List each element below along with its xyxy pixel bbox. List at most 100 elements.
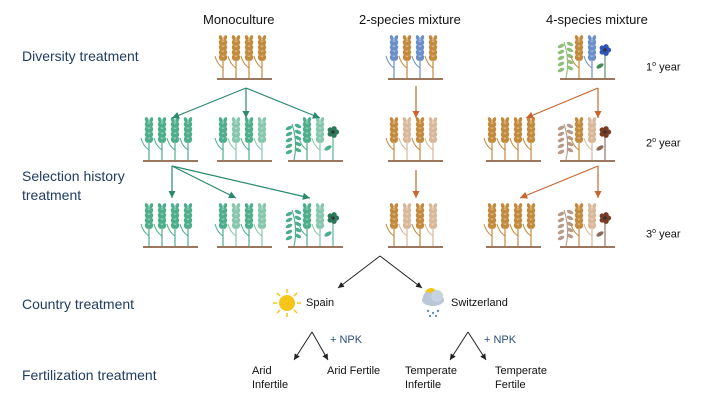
legume-plant-icon	[557, 209, 574, 247]
wheat-plant-icon	[166, 117, 180, 160]
wheat-plant-icon	[483, 117, 497, 160]
flower-plant-icon	[596, 44, 612, 78]
country-spain-label: Spain	[306, 297, 335, 309]
sun-icon	[273, 289, 301, 317]
wheat-plant-icon	[522, 203, 536, 246]
wheat-plant-icon	[424, 117, 438, 160]
plot-y2-4sp-a	[483, 117, 541, 162]
wheat-plant-icon	[214, 117, 228, 160]
wheat-plant-icon	[570, 203, 584, 246]
wheat-plant-icon	[583, 203, 597, 246]
flower-plant-icon	[324, 126, 340, 160]
flower-plant-icon	[324, 212, 340, 246]
wheat-plant-icon	[311, 203, 325, 246]
arrow-to-switzerland	[379, 255, 423, 289]
legume-plant-icon	[557, 123, 574, 161]
year-label-2: 2o year	[646, 137, 681, 150]
wheat-plant-icon	[483, 203, 497, 246]
arrow-mono-y2-c	[171, 165, 311, 200]
monoculture-arrows	[168, 87, 321, 200]
npk-label-switzerland: + NPK	[484, 334, 517, 346]
wheat-plant-icon	[166, 203, 180, 246]
wheat-plant-icon	[179, 203, 193, 246]
wheat-plant-icon	[253, 35, 267, 78]
arrow-spain-fertile	[311, 331, 329, 361]
wheat-plant-icon	[179, 117, 193, 160]
legume-plant-icon	[285, 123, 302, 161]
country-switzerland-label: Switzerland	[451, 297, 508, 309]
column-heading-4-species: 4-species mixture	[546, 12, 648, 27]
plot-y2-4sp-b	[557, 117, 615, 162]
outcome-arid-fertile: Arid Fertile	[327, 365, 381, 377]
wheat-plant-icon	[583, 117, 597, 160]
year-label-3: 3o year	[646, 228, 681, 241]
arrow-swiss-infertile	[449, 331, 469, 361]
wheat-plant-icon	[398, 117, 412, 160]
wheat-plant-icon	[424, 35, 438, 78]
row-label-country: Country treatment	[22, 296, 135, 312]
column-heading-2-species: 2-species mixture	[359, 12, 461, 27]
plot-y1-4species	[557, 35, 615, 80]
wheat-plant-icon	[570, 35, 584, 78]
wheat-plant-icon	[411, 203, 425, 246]
flower-plant-icon	[596, 126, 612, 160]
plot-y3-mono-a	[140, 203, 198, 248]
arrow-4sp-y2-a	[519, 165, 599, 199]
wheat-plant-icon	[398, 35, 412, 78]
wheat-plant-icon	[253, 117, 267, 160]
wheat-plant-icon	[583, 35, 597, 78]
plot-y3-2sp	[385, 203, 443, 248]
row-label-diversity: Diversity treatment	[22, 48, 139, 64]
plot-y3-4sp-a	[483, 203, 541, 248]
legume-plant-icon	[285, 209, 302, 247]
wheat-plant-icon	[385, 117, 399, 160]
wheat-plant-icon	[522, 117, 536, 160]
plot-y1-monoculture	[214, 35, 272, 80]
wheat-plant-icon	[227, 35, 241, 78]
wheat-plant-icon	[253, 203, 267, 246]
row-label-selection-2: treatment	[22, 187, 82, 203]
wheat-plant-icon	[496, 203, 510, 246]
wheat-plant-icon	[570, 117, 584, 160]
plot-y2-mono-a	[140, 117, 198, 162]
wheat-plant-icon	[398, 203, 412, 246]
wheat-plant-icon	[298, 203, 312, 246]
mixture-arrows	[412, 86, 602, 199]
wheat-plant-icon	[385, 203, 399, 246]
arrow-mono-y1-a	[171, 87, 247, 119]
arrow-to-spain	[337, 255, 381, 289]
npk-label-spain: + NPK	[330, 334, 363, 346]
wheat-plant-icon	[227, 117, 241, 160]
flower-plant-icon	[596, 212, 612, 246]
wheat-plant-icon	[240, 203, 254, 246]
wheat-plant-icon	[227, 203, 241, 246]
country-arrows	[293, 255, 487, 361]
wheat-plant-icon	[214, 203, 228, 246]
wheat-plant-icon	[411, 117, 425, 160]
column-heading-monoculture: Monoculture	[203, 12, 275, 27]
wheat-plant-icon	[424, 203, 438, 246]
plot-y3-mono-c	[285, 203, 343, 248]
arrow-4sp-y1-a	[525, 87, 599, 119]
row-label-selection-1: Selection history	[22, 168, 125, 184]
wheat-plant-icon	[411, 35, 425, 78]
plot-y2-2sp	[385, 117, 443, 162]
plot-y2-mono-c	[285, 117, 343, 162]
wheat-plant-icon	[509, 203, 523, 246]
plot-y3-mono-b	[214, 203, 272, 248]
wheat-plant-icon	[240, 35, 254, 78]
plot-y2-mono-b	[214, 117, 272, 162]
wheat-plant-icon	[240, 117, 254, 160]
wheat-plant-icon	[153, 117, 167, 160]
wheat-plant-icon	[140, 117, 154, 160]
wheat-plant-icon	[311, 117, 325, 160]
wheat-plant-icon	[509, 117, 523, 160]
arrow-spain-infertile	[293, 331, 313, 361]
row-label-fertilization: Fertilization treatment	[22, 367, 157, 383]
cloud-rain-icon	[422, 288, 444, 318]
arrow-mono-y2-b	[171, 165, 237, 199]
